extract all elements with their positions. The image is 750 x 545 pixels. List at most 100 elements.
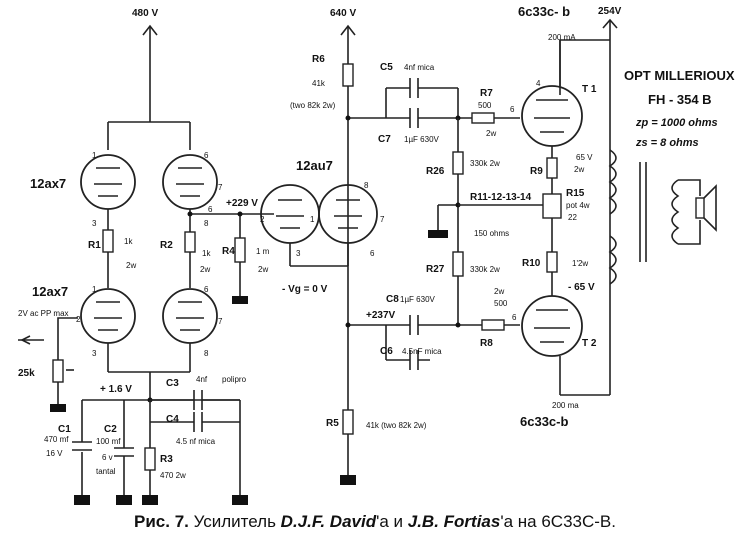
svg-text:330k 2w: 330k 2w bbox=[470, 159, 500, 168]
r6-resistor bbox=[342, 63, 354, 87]
supply-480v: 480 V bbox=[107, 8, 191, 150]
caption-prefix: Рис. 7. bbox=[134, 512, 189, 531]
r1-resistor bbox=[102, 229, 114, 253]
svg-text:6: 6 bbox=[510, 105, 515, 114]
r8-resistor bbox=[481, 319, 505, 331]
tube-12ax7-top-label: 12ax7 bbox=[30, 176, 66, 191]
tube-12ax7-bottom: 1 6 2 7 3 8 12ax7 bbox=[32, 284, 223, 358]
svg-text:25k: 25k bbox=[18, 368, 35, 379]
caption-suffix2: 'a на 6С33С-В. bbox=[500, 512, 616, 531]
opt-name: OPT MILLERIOUX bbox=[624, 68, 735, 83]
svg-text:7: 7 bbox=[380, 215, 385, 224]
svg-text:7: 7 bbox=[218, 317, 223, 326]
svg-text:R6: R6 bbox=[312, 54, 325, 65]
r9-resistor bbox=[546, 157, 558, 179]
node-1-6v: + 1.6 V bbox=[100, 384, 132, 395]
svg-text:330k 2w: 330k 2w bbox=[470, 265, 500, 274]
svg-text:41k: 41k bbox=[312, 79, 326, 88]
svg-text:2w: 2w bbox=[258, 265, 268, 274]
svg-text:C5: C5 bbox=[380, 62, 393, 73]
tube-t2: T 2 6c33c-b bbox=[520, 295, 597, 429]
r5-resistor bbox=[342, 409, 354, 435]
svg-text:1µF 630V: 1µF 630V bbox=[404, 135, 440, 144]
r27-resistor bbox=[452, 251, 464, 277]
r15-pot bbox=[542, 193, 562, 219]
svg-text:500: 500 bbox=[494, 299, 508, 308]
svg-text:polipro: polipro bbox=[222, 375, 247, 384]
svg-text:R5: R5 bbox=[326, 418, 339, 429]
svg-text:R27: R27 bbox=[426, 264, 445, 275]
current-top: 200 mA bbox=[548, 33, 576, 42]
svg-text:1: 1 bbox=[310, 215, 315, 224]
svg-text:C6: C6 bbox=[380, 346, 393, 357]
tube-t2-label: T 2 bbox=[582, 338, 597, 349]
opt-zp: zp = 1000 ohms bbox=[635, 117, 718, 129]
tube-t1-label: T 1 bbox=[582, 84, 597, 95]
svg-text:470 2w: 470 2w bbox=[160, 471, 186, 480]
figure-caption: Рис. 7. Усилитель D.J.F. David'a и J.B. … bbox=[0, 512, 750, 532]
svg-text:R9: R9 bbox=[530, 166, 543, 177]
svg-text:3: 3 bbox=[92, 349, 97, 358]
svg-text:C1: C1 bbox=[58, 424, 71, 435]
svg-text:1µF 630V: 1µF 630V bbox=[400, 295, 436, 304]
r4-resistor bbox=[234, 237, 246, 263]
svg-text:R4: R4 bbox=[222, 246, 235, 257]
amplifier-schematic: 480 V 640 V 254V 1 6 7 3 8 12ax7 R1 1k 2… bbox=[18, 4, 735, 505]
svg-text:16 V: 16 V bbox=[46, 449, 63, 458]
node-237v: +237V bbox=[366, 310, 396, 321]
svg-text:R26: R26 bbox=[426, 166, 445, 177]
svg-text:C2: C2 bbox=[104, 424, 117, 435]
node-229v: +229 V bbox=[226, 198, 258, 209]
svg-text:R8: R8 bbox=[480, 338, 493, 349]
tube-t1-type: 6c33c- b bbox=[518, 4, 570, 19]
svg-text:tantal: tantal bbox=[96, 467, 116, 476]
svg-text:4nf: 4nf bbox=[196, 375, 208, 384]
svg-text:R10: R10 bbox=[522, 258, 541, 269]
svg-text:C8: C8 bbox=[386, 294, 399, 305]
supply-480v-label: 480 V bbox=[132, 8, 158, 19]
svg-text:C7: C7 bbox=[378, 134, 391, 145]
output-transformer: OPT MILLERIOUX FH - 354 B zp = 1000 ohms… bbox=[608, 68, 735, 285]
opt-model: FH - 354 B bbox=[648, 92, 712, 107]
svg-text:3: 3 bbox=[296, 249, 301, 258]
svg-text:1k: 1k bbox=[202, 249, 211, 258]
svg-text:R2: R2 bbox=[160, 240, 173, 251]
svg-text:1: 1 bbox=[92, 151, 97, 160]
caption-author2: J.B. Fortias bbox=[407, 512, 501, 531]
svg-text:41k (two 82k 2w): 41k (two 82k 2w) bbox=[366, 421, 427, 430]
svg-text:R7: R7 bbox=[480, 88, 493, 99]
svg-text:4: 4 bbox=[536, 79, 541, 88]
r26-resistor bbox=[452, 151, 464, 175]
svg-text:3: 3 bbox=[92, 219, 97, 228]
svg-text:8: 8 bbox=[364, 181, 369, 190]
svg-text:6: 6 bbox=[204, 151, 209, 160]
svg-text:C3: C3 bbox=[166, 378, 179, 389]
svg-text:6: 6 bbox=[208, 205, 213, 214]
node-neg65v: - 65 V bbox=[568, 282, 595, 293]
svg-text:22: 22 bbox=[568, 213, 577, 222]
svg-text:(two 82k 2w): (two 82k 2w) bbox=[290, 101, 336, 110]
input-level-label: 2V ac PP max bbox=[18, 309, 69, 318]
svg-text:pot 4w: pot 4w bbox=[566, 201, 590, 210]
node-65v: 65 V bbox=[576, 153, 593, 162]
svg-text:2: 2 bbox=[260, 215, 265, 224]
tube-12au7-label: 12au7 bbox=[296, 158, 333, 173]
svg-text:R11-12-13-14: R11-12-13-14 bbox=[470, 192, 532, 203]
pot-25k bbox=[52, 359, 64, 383]
svg-text:1: 1 bbox=[92, 285, 97, 294]
svg-text:100 mf: 100 mf bbox=[96, 437, 121, 446]
supply-254v-label: 254V bbox=[598, 6, 622, 17]
r2-resistor bbox=[184, 231, 196, 253]
svg-text:2w: 2w bbox=[574, 165, 584, 174]
svg-text:R3: R3 bbox=[160, 454, 173, 465]
svg-text:1'2w: 1'2w bbox=[572, 259, 588, 268]
tube-12ax7-top: 1 6 7 3 8 12ax7 bbox=[30, 151, 223, 228]
svg-text:7: 7 bbox=[218, 183, 223, 192]
svg-text:8: 8 bbox=[204, 349, 209, 358]
current-bottom: 200 ma bbox=[552, 401, 579, 410]
caption-suffix1: 'a и bbox=[376, 512, 408, 531]
r7-resistor bbox=[471, 112, 495, 124]
tube-t2-type: 6c33c-b bbox=[520, 414, 568, 429]
svg-text:1k: 1k bbox=[124, 237, 133, 246]
svg-text:4nf mica: 4nf mica bbox=[404, 63, 435, 72]
